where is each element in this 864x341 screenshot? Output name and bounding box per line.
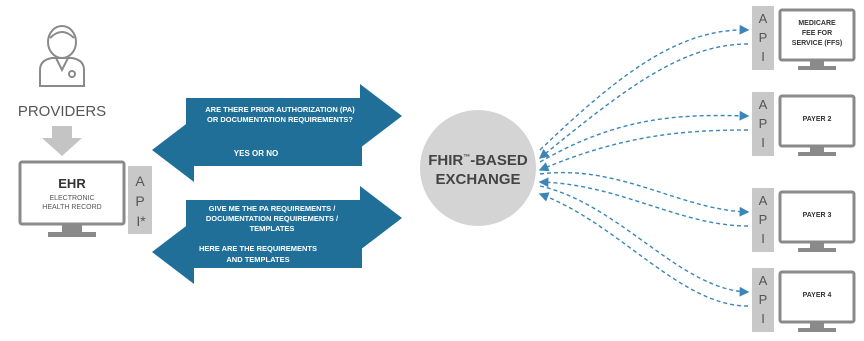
arrow-request-requirements: [186, 186, 402, 250]
payer-api-letter: A: [759, 11, 768, 26]
fhir-exchange-hub: [420, 110, 536, 226]
payer-monitor-stand: [810, 146, 824, 152]
payer-4: API PAYER 4: [752, 268, 856, 332]
providers-label: PROVIDERS: [18, 103, 106, 120]
arrow-request-pa: [186, 84, 402, 148]
payer-label: FEE FOR: [802, 30, 832, 37]
arrow-response-templates: [152, 220, 362, 284]
payer-label: PAYER 4: [803, 292, 832, 299]
payer-monitor-base: [798, 152, 836, 156]
ehr-api-letter-i: I*: [136, 213, 146, 229]
payer-api-letter: P: [759, 212, 768, 227]
gray-down-arrow-icon: [42, 126, 82, 156]
msg-pa-question-line2: OR DOCUMENTATION REQUIREMENTS?: [207, 115, 353, 124]
ehr-title: EHR: [58, 176, 86, 191]
dashed-link-in: [538, 129, 749, 172]
payer-label: MEDICARE: [798, 20, 836, 27]
msg-give-requirements-line2: DOCUMENTATION REQUIREMENTS /: [206, 214, 339, 223]
dashed-link-out: [539, 110, 750, 163]
payer-monitor-stand: [810, 242, 824, 248]
payer-api-box: [752, 92, 774, 156]
ehr-api-box: [128, 166, 152, 234]
payer-label: SERVICE (FFS): [792, 40, 842, 47]
dashed-link-in: [538, 43, 749, 159]
payer-api-letter: P: [759, 30, 768, 45]
payer-api-box: [752, 6, 774, 70]
payer-label: PAYER 3: [803, 212, 832, 219]
payer-3: API PAYER 3: [752, 188, 856, 252]
msg-yes-or-no: YES OR NO: [234, 149, 278, 158]
hub-label-line2: EXCHANGE: [435, 171, 520, 188]
hub-label-line1: FHIR™-BASED: [428, 152, 528, 169]
payer-api-letter: I: [761, 49, 765, 64]
dashed-link-out: [539, 172, 750, 217]
ehr-subtitle-2: HEALTH RECORD: [42, 204, 101, 211]
payer-api-letter: I: [761, 231, 765, 246]
dashed-link-out: [539, 185, 750, 297]
payer-api-letter: A: [759, 193, 768, 208]
dashed-link-in: [538, 192, 749, 307]
ehr-subtitle-1: ELECTRONIC: [49, 195, 94, 202]
payer-api-letter: I: [761, 311, 765, 326]
dashed-link-in: [538, 177, 749, 227]
payer-monitor-base: [798, 328, 836, 332]
msg-pa-question-line1: ARE THERE PRIOR AUTHORIZATION (PA): [205, 105, 355, 114]
payer-api-letter: A: [759, 273, 768, 288]
ehr-api-letter-p: P: [135, 193, 144, 209]
payer-api-letter: P: [759, 292, 768, 307]
msg-give-requirements-line3: TEMPLATES: [250, 224, 295, 233]
payer-api-letter: A: [759, 97, 768, 112]
payer-api-letter: I: [761, 135, 765, 150]
payer-monitor-base: [798, 66, 836, 70]
msg-here-are-line1: HERE ARE THE REQUIREMENTS: [199, 244, 317, 253]
payer-api-box: [752, 268, 774, 332]
payer-monitor-stand: [810, 60, 824, 66]
ehr-monitor: [18, 160, 126, 237]
payer-2: API PAYER 2: [752, 92, 856, 156]
payer-1: API MEDICARE FEE FOR SERVICE (FFS): [752, 6, 856, 70]
arrow-response-yes-no: [152, 118, 362, 182]
msg-here-are-line2: AND TEMPLATES: [226, 255, 289, 264]
payer-monitor-base: [798, 248, 836, 252]
payer-api-box: [752, 188, 774, 252]
payer-monitor-stand: [810, 322, 824, 328]
dashed-link-out: [539, 24, 750, 151]
dashed-links: [538, 24, 750, 307]
msg-give-requirements-line1: GIVE ME THE PA REQUIREMENTS /: [209, 204, 337, 213]
doctor-icon: [39, 25, 85, 87]
payer-label: PAYER 2: [803, 116, 832, 123]
ehr-api-letter-a: A: [135, 173, 145, 189]
payer-api-letter: P: [759, 116, 768, 131]
